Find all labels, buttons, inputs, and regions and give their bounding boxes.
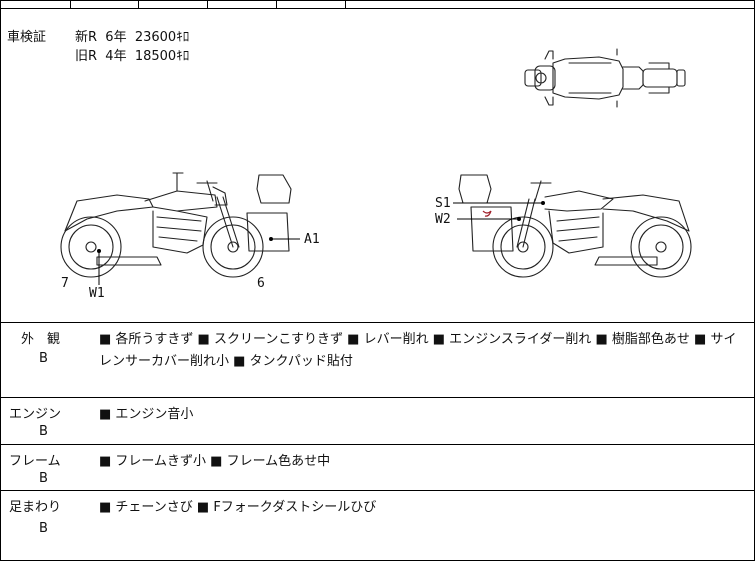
section-label: 外 観 bbox=[21, 332, 61, 347]
marker-a1: A1 bbox=[304, 232, 320, 247]
marker-6: 6 bbox=[257, 276, 265, 291]
section-exterior: 外 観 B ■ 各所うすきず ■ スクリーンこすりきず ■ レバー削れ ■ エン… bbox=[1, 323, 754, 398]
section-description: ■ エンジン音小 bbox=[99, 407, 194, 422]
divider bbox=[276, 1, 277, 8]
leader-lines bbox=[97, 201, 545, 285]
registration-label: 車検証 bbox=[7, 30, 47, 45]
section-description: ■ 各所うすきず ■ スクリーンこすりきず ■ レバー削れ ■ エンジンスライダ… bbox=[99, 332, 737, 369]
motorcycle-top-view bbox=[524, 48, 686, 108]
marker-s1: S1 bbox=[435, 196, 451, 211]
top-strip bbox=[1, 1, 754, 9]
section-grade: B bbox=[39, 521, 48, 536]
section-suspension: 足まわり B ■ チェーンさび ■ Fフォークダストシールひび bbox=[1, 491, 754, 560]
registration-old: 旧R 4年 18500ｷﾛ bbox=[75, 49, 190, 64]
divider bbox=[207, 1, 208, 8]
motorcycle-left-view bbox=[60, 172, 292, 278]
marker-w1: W1 bbox=[89, 286, 105, 301]
section-label: フレーム bbox=[9, 454, 61, 469]
marker-7: 7 bbox=[61, 276, 69, 291]
section-grade: B bbox=[39, 471, 48, 486]
section-engine: エンジン B ■ エンジン音小 bbox=[1, 398, 754, 445]
section-label: エンジン bbox=[9, 407, 62, 422]
section-grade: B bbox=[39, 424, 48, 439]
divider bbox=[138, 1, 139, 8]
divider bbox=[70, 1, 71, 8]
section-description: ■ フレームきず小 ■ フレーム色あせ中 bbox=[99, 454, 331, 469]
section-description: ■ チェーンさび ■ Fフォークダストシールひび bbox=[99, 500, 377, 515]
section-label: 足まわり bbox=[9, 500, 62, 515]
motorcycle-right-view bbox=[458, 174, 692, 278]
damage-diagram: 車検証 新R 6年 23600ｷﾛ 旧R 4年 18500ｷﾛ bbox=[1, 9, 754, 323]
marker-w2: W2 bbox=[435, 212, 451, 227]
section-frame: フレーム B ■ フレームきず小 ■ フレーム色あせ中 bbox=[1, 445, 754, 491]
divider bbox=[345, 1, 346, 8]
registration-new: 新R 6年 23600ｷﾛ bbox=[75, 30, 190, 45]
section-grade: B bbox=[39, 351, 48, 366]
